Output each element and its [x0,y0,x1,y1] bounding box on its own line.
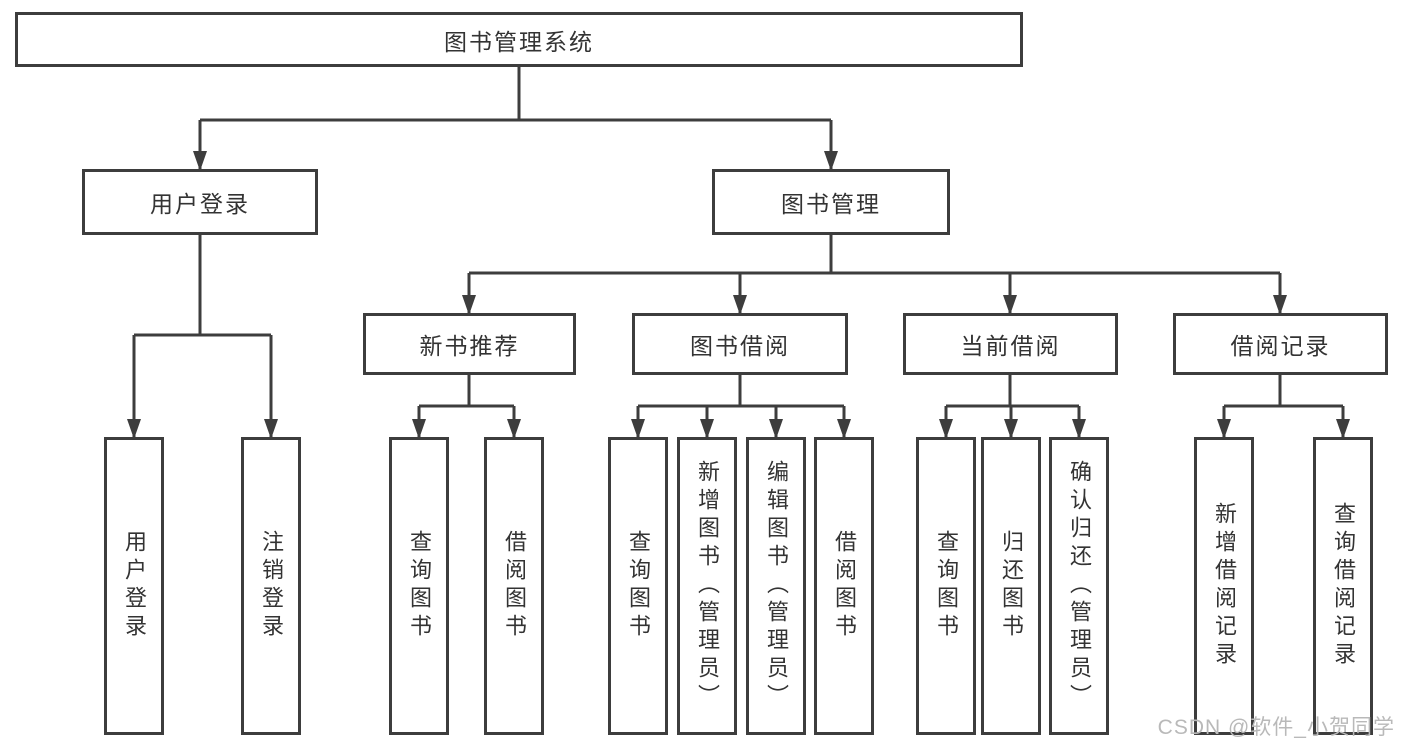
node-label: 图书借阅 [690,333,790,359]
leaf-add-borrow-record: 新增借阅记录 [1194,437,1254,735]
node-label: 借阅图书 [502,530,527,642]
node-label: 新增图书（管理员） [695,460,720,712]
node-new-book-recommendation: 新书推荐 [363,313,576,375]
node-label: 新增借阅记录 [1212,502,1237,670]
node-label: 用户登录 [150,191,250,217]
node-book-borrowing: 图书借阅 [632,313,848,375]
node-book-management: 图书管理 [712,169,950,235]
node-borrowing-records: 借阅记录 [1173,313,1388,375]
node-label: 查询图书 [934,530,959,642]
watermark: CSDN @软件_小贺同学 [1157,716,1395,739]
leaf-query-books-recommend: 查询图书 [389,437,449,735]
node-label: 归还图书 [999,530,1024,642]
leaf-confirm-return-admin: 确认归还（管理员） [1049,437,1109,735]
leaf-edit-book-admin: 编辑图书（管理员） [746,437,806,735]
node-label: 查询借阅记录 [1331,502,1356,670]
node-label: 编辑图书（管理员） [764,460,789,712]
node-label: 图书管理系统 [444,28,594,55]
leaf-logout: 注销登录 [241,437,301,735]
leaf-query-borrow-record: 查询借阅记录 [1313,437,1373,735]
leaf-query-books-borrowing: 查询图书 [608,437,668,735]
node-label: 用户登录 [122,530,147,642]
node-label: 新书推荐 [419,333,520,359]
node-label: 查询图书 [626,530,651,642]
node-label: 当前借阅 [960,333,1061,359]
leaf-add-book-admin: 新增图书（管理员） [677,437,737,735]
node-library-management-system: 图书管理系统 [15,12,1023,67]
node-label: 查询图书 [407,530,432,642]
node-label: 确认归还（管理员） [1067,460,1092,712]
leaf-query-books-current: 查询图书 [916,437,976,735]
leaf-return-books: 归还图书 [981,437,1041,735]
node-user-login: 用户登录 [82,169,318,235]
leaf-borrow-books-recommend: 借阅图书 [484,437,544,735]
node-label: 借阅图书 [832,530,857,642]
node-label: 借阅记录 [1230,333,1331,359]
leaf-borrow-books-borrowing: 借阅图书 [814,437,874,735]
node-label: 图书管理 [781,191,881,217]
leaf-user-login: 用户登录 [104,437,164,735]
node-current-borrowing: 当前借阅 [903,313,1118,375]
node-label: 注销登录 [259,530,284,642]
